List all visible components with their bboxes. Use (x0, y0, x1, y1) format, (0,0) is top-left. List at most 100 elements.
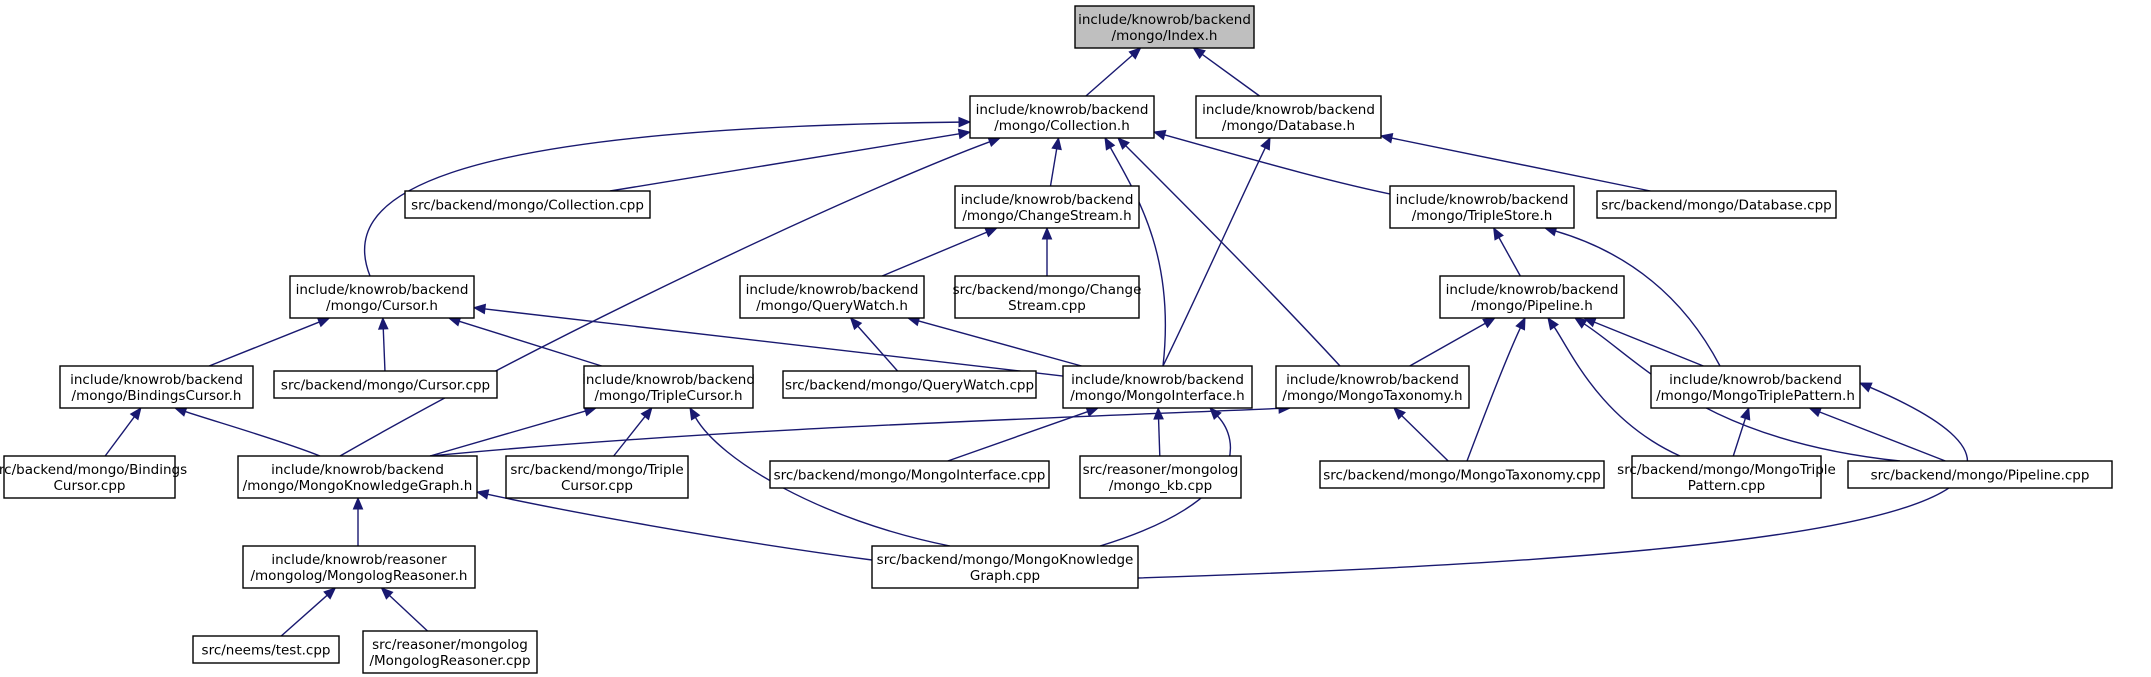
node-mongokg_h[interactable]: include/knowrob/backend/mongo/MongoKnowl… (237, 455, 478, 499)
node-label-line: /mongo_kb.cpp (1109, 478, 1212, 494)
node-mongologreasoner_h[interactable]: include/knowrob/reasoner/mongolog/Mongol… (242, 545, 476, 589)
node-mongointerface_cpp[interactable]: src/backend/mongo/MongoInterface.cpp (769, 460, 1050, 489)
edge-mongointerface_h-to-collection_h (1104, 136, 1167, 367)
node-pipeline_cpp[interactable]: src/backend/mongo/Pipeline.cpp (1847, 460, 2113, 489)
arrowhead-icon (689, 406, 701, 421)
node-test_cpp[interactable]: src/neems/test.cpp (192, 635, 340, 664)
edge-triplestore_h-to-collection_h (1152, 129, 1401, 197)
node-index_h[interactable]: include/knowrob/backend/mongo/Index.h (1074, 5, 1255, 49)
node-label-line: src/backend/mongo/QueryWatch.cpp (785, 378, 1034, 394)
node-mongotriplepattern_h[interactable]: include/knowrob/backend/mongo/MongoTripl… (1650, 365, 1861, 409)
node-collection_h[interactable]: include/knowrob/backend/mongo/Collection… (969, 95, 1155, 139)
edge-line (1498, 237, 1521, 277)
node-mongo_kb_cpp[interactable]: src/reasoner/mongolog/mongo_kb.cpp (1079, 455, 1242, 499)
node-label-line: include/knowrob/backend (1446, 282, 1619, 298)
edge-line (1164, 134, 1401, 197)
arrowhead-icon (1493, 226, 1504, 241)
node-changestream_cpp[interactable]: src/backend/mongo/ChangeStream.cpp (953, 275, 1142, 319)
node-mongologreasoner_cpp[interactable]: src/reasoner/mongolog/MongologReasoner.c… (362, 630, 538, 674)
arrowhead-icon (1482, 317, 1496, 329)
node-label-line: /mongo/TripleStore.h (1412, 208, 1553, 224)
edge-mongotaxonomy_h-to-collection_h (1117, 137, 1341, 367)
node-triplecursor_h[interactable]: include/knowrob/backend/mongo/TripleCurs… (582, 365, 755, 409)
node-box (1439, 275, 1625, 319)
edge-line (185, 410, 321, 457)
node-bindingscursor_h[interactable]: include/knowrob/backend/mongo/BindingsCu… (59, 365, 254, 409)
node-triplecursor_cpp[interactable]: src/backend/mongo/TripleCursor.cpp (505, 455, 689, 499)
node-mongotriplepattern_cpp[interactable]: src/backend/mongo/MongoTriplePattern.cpp (1617, 455, 1836, 499)
arrowhead-icon (352, 496, 364, 510)
node-collection_cpp[interactable]: src/backend/mongo/Collection.cpp (404, 190, 651, 219)
node-box (1275, 365, 1470, 409)
edge-line (104, 416, 135, 457)
edge-triplecursor_h-to-cursor_h (447, 316, 602, 367)
node-label-line: Cursor.cpp (54, 478, 126, 494)
node-label-line: /mongo/MongoKnowledgeGraph.h (243, 478, 473, 494)
node-database_cpp[interactable]: src/backend/mongo/Database.cpp (1596, 190, 1837, 219)
edge-mongointerface_h-to-querywatch_h (906, 315, 1082, 367)
arrowhead-icon (323, 587, 337, 600)
arrowhead-icon (129, 406, 142, 421)
edge-line (918, 320, 1082, 367)
edge-triplecursor_cpp-to-triplecursor_h (613, 406, 653, 457)
node-box (1650, 365, 1861, 409)
node-box (871, 545, 1139, 589)
node-database_h[interactable]: include/knowrob/backend/mongo/Database.h (1195, 95, 1382, 139)
edge-line (1201, 53, 1260, 97)
node-label-line: src/backend/mongo/MongoTriple (1617, 462, 1836, 478)
arrowhead-icon (1260, 136, 1271, 151)
arrowhead-icon (640, 406, 653, 421)
node-mongotaxonomy_cpp[interactable]: src/backend/mongo/MongoTaxonomy.cpp (1319, 460, 1605, 489)
edge-mongotriplepattern_cpp-to-mongotriplepattern_h (1732, 406, 1751, 457)
node-querywatch_h[interactable]: include/knowrob/backend/mongo/QueryWatch… (739, 275, 925, 319)
arrowhead-icon (1051, 136, 1062, 151)
edge-mongointerface_h-to-cursor_h (472, 303, 1064, 377)
edge-mongokg_h-to-bindingscursor_h (173, 406, 321, 457)
node-querywatch_cpp[interactable]: src/backend/mongo/QueryWatch.cpp (782, 370, 1037, 399)
node-label-line: include/knowrob/backend (1071, 372, 1244, 388)
node-label-line: include/knowrob/backend (582, 372, 755, 388)
node-label-line: include/knowrob/backend (746, 282, 919, 298)
node-label-line: include/knowrob/backend (70, 372, 243, 388)
node-mongokg_cpp[interactable]: src/backend/mongo/MongoKnowledgeGraph.cp… (871, 545, 1139, 589)
node-box (1062, 365, 1253, 409)
node-cursor_h[interactable]: include/knowrob/backend/mongo/Cursor.h (289, 275, 475, 319)
edge-mongotriplepattern_cpp-to-pipeline_h (1547, 316, 1681, 457)
node-label-line: /mongo/TripleCursor.h (594, 388, 742, 404)
node-label-line: Pattern.cpp (1688, 478, 1765, 494)
node-label-line: /mongo/Pipeline.h (1471, 298, 1593, 314)
node-label-line: Graph.cpp (970, 568, 1040, 584)
node-triplestore_h[interactable]: include/knowrob/backend/mongo/TripleStor… (1389, 185, 1575, 229)
node-changestream_h[interactable]: include/knowrob/backend/mongo/ChangeStre… (954, 185, 1140, 229)
node-box (1389, 185, 1575, 229)
edge-mongokg_cpp-to-mongokg_h (475, 489, 873, 561)
edge-line (363, 121, 960, 277)
arrowhead-icon (1379, 132, 1394, 144)
node-label-line: /mongolog/MongologReasoner.h (250, 568, 467, 584)
node-box (404, 190, 651, 219)
edge-changestream_h-to-collection_h (1049, 136, 1062, 187)
node-mongotaxonomy_h[interactable]: include/knowrob/backend/mongo/MongoTaxon… (1275, 365, 1470, 409)
edge-mongotaxonomy_cpp-to-mongotaxonomy_h (1393, 407, 1449, 462)
edge-line (613, 416, 646, 457)
node-box (1319, 460, 1605, 489)
node-bindingscursor_cpp[interactable]: src/backend/mongo/BindingsCursor.cpp (0, 455, 187, 499)
edge-line (1553, 326, 1681, 457)
edge-line (487, 493, 873, 561)
node-box (273, 370, 498, 399)
node-cursor_cpp[interactable]: src/backend/mongo/Cursor.cpp (273, 370, 498, 399)
node-label-line: Stream.cpp (1008, 298, 1086, 314)
node-label-line: include/knowrob/backend (1202, 102, 1375, 118)
node-box (769, 460, 1050, 489)
node-box (242, 545, 476, 589)
edge-mongologreasoner_h-to-mongokg_h (352, 496, 364, 546)
arrowhead-icon (1192, 47, 1206, 60)
node-pipeline_h[interactable]: include/knowrob/backend/mongo/Pipeline.h (1439, 275, 1625, 319)
edge-mongotaxonomy_h-to-pipeline_h (1409, 317, 1496, 367)
edge-line (1157, 418, 1161, 457)
arrowhead-icon (1808, 407, 1823, 418)
node-mongointerface_h[interactable]: include/knowrob/backend/mongo/MongoInter… (1062, 365, 1253, 409)
node-box (289, 275, 475, 319)
edge-database_h-to-index_h (1192, 47, 1260, 97)
node-box (1596, 190, 1837, 219)
